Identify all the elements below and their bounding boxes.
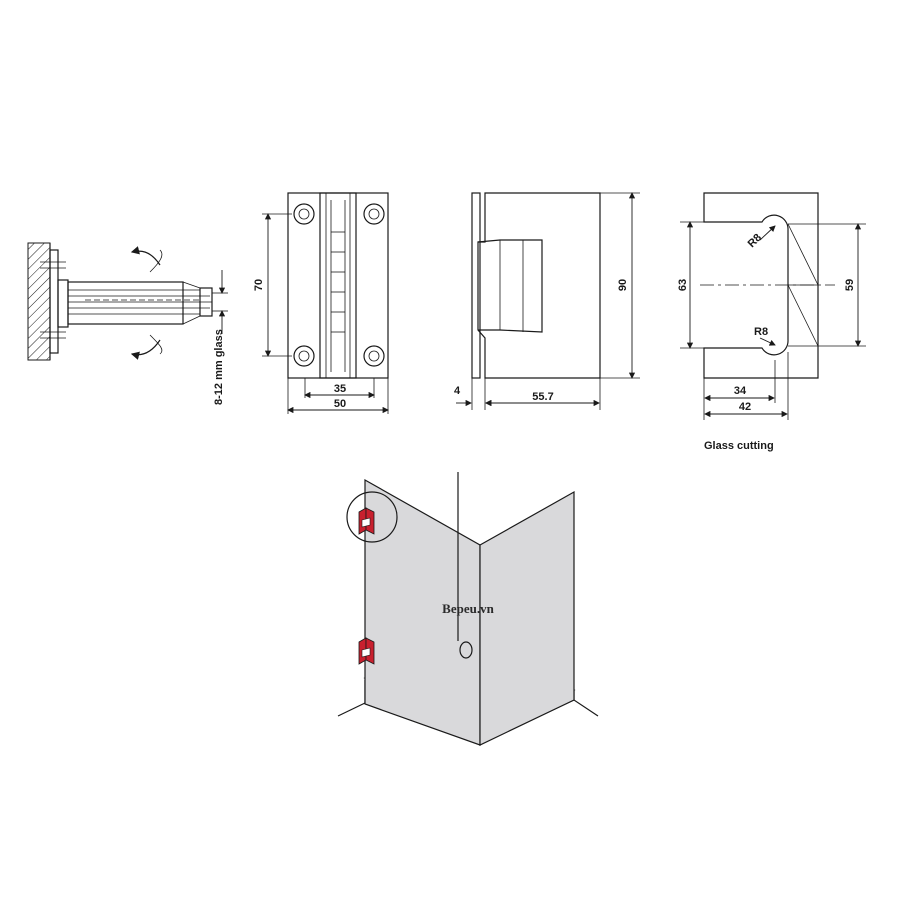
dim-cut-width-outer: 42 [739,401,751,413]
dim-front-inner-width: 35 [334,383,346,395]
glass-panel-right [479,490,575,746]
side-view: 90 4 55.7 [454,192,640,410]
hinge-top-icon [358,507,375,535]
front-view-slots [331,231,345,333]
dim-side-height: 90 [617,279,629,291]
dim-front-width: 50 [334,398,346,410]
screw-hole-tr [363,203,385,225]
dim-cut-height-inner: 59 [844,279,856,291]
dim-side-depth: 55.7 [532,391,553,403]
dim-side-thickness: 4 [454,385,461,397]
screw-hole-tl [293,203,315,225]
screw-hole-bl [293,345,315,367]
screw-hole-br [363,345,385,367]
shower-enclosure-illustration: Bepeu.vn [337,472,599,746]
radius-bottom-label: R8 [754,326,768,338]
glass-thickness-label: 8-12 mm glass [213,329,225,405]
watermark: Bepeu.vn [442,601,494,616]
dim-front-height: 70 [253,279,265,291]
glass-cutting-view: R8 R8 63 59 34 42 Glass cutting [677,192,866,452]
hinge-bottom-icon [358,637,375,665]
glass-cutting-caption: Glass cutting [704,440,774,452]
dim-cut-width-inner: 34 [734,385,747,397]
dim-cut-height-outer: 63 [677,279,689,291]
hinge-detail-circle [346,491,398,543]
radius-top-label: R8 [746,232,764,250]
swing-view: 8-12 mm glass [27,242,228,405]
front-view: 70 35 50 [253,192,389,414]
